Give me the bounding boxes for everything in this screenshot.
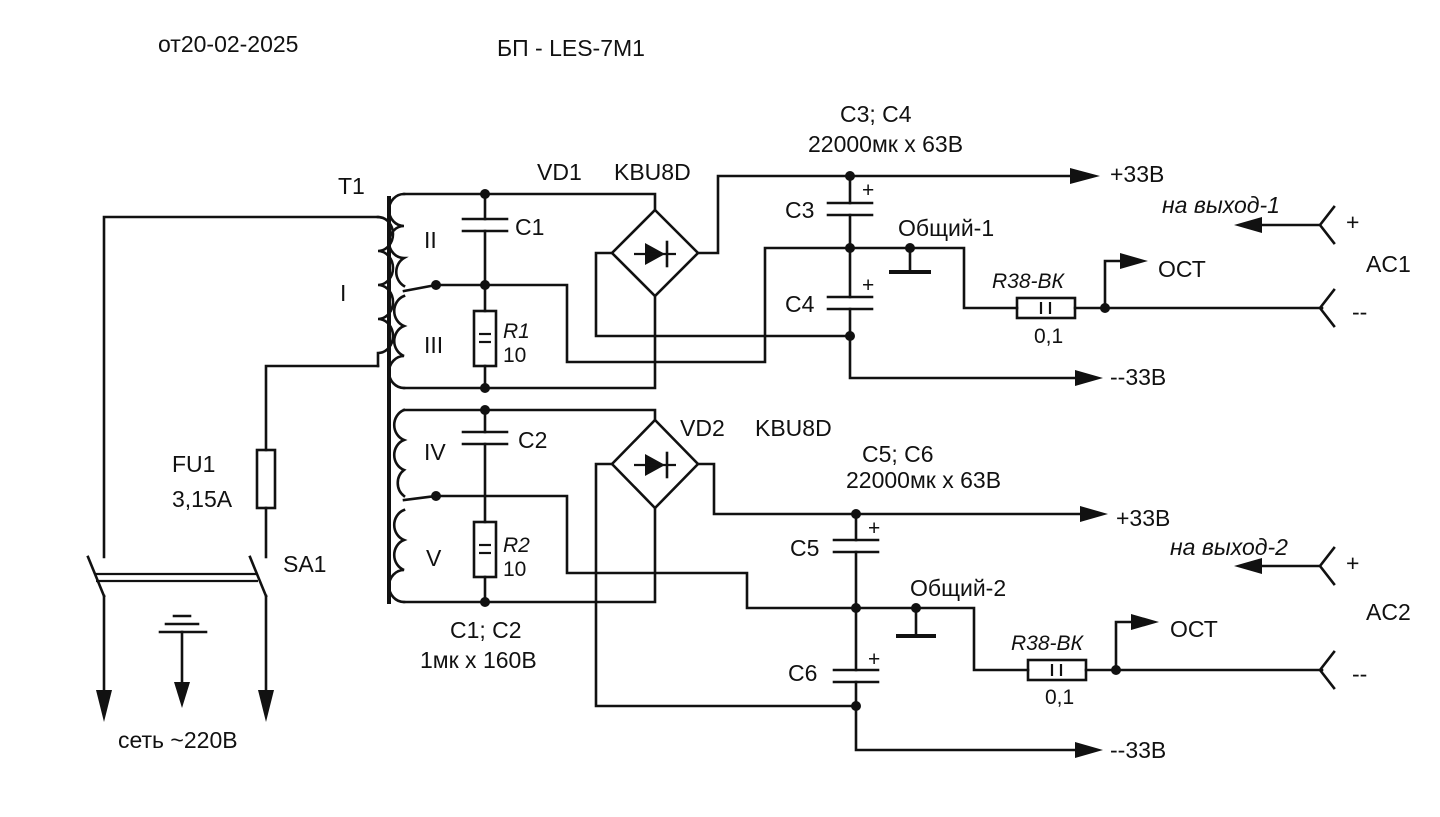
bridge-vd1 [594, 174, 1072, 338]
plus-rail-2-label: +33В [1116, 505, 1170, 531]
fuse-ref: FU1 [172, 451, 215, 477]
junction-dot [431, 491, 441, 501]
c5-plus: + [868, 517, 880, 540]
junction-dot [845, 171, 855, 181]
c6-label: C6 [788, 660, 817, 686]
transformer-ref: T1 [338, 173, 365, 199]
minus-rail-1-arrow-icon [1075, 370, 1103, 386]
caps2-value: 22000мк х 63В [846, 467, 1001, 493]
plus-rail-1-label: +33В [1110, 161, 1164, 187]
c4-label: C4 [785, 291, 815, 317]
primary-circuit [96, 215, 380, 722]
junction-dot [851, 701, 861, 711]
junction-dot [1111, 665, 1121, 675]
ac1-minus: -- [1352, 299, 1367, 325]
common-2-label: Общий-2 [910, 575, 1006, 601]
junction-dot [431, 280, 441, 290]
ground-icon [158, 614, 208, 708]
junction-dot [911, 603, 921, 613]
winding-ii-coil [387, 192, 409, 288]
r1-value: 10 [503, 344, 526, 367]
small-caps-value: 1мк х 160В [420, 647, 537, 673]
c5-label: C5 [790, 535, 819, 561]
plus-rail-2-arrow-icon [1080, 506, 1108, 522]
winding-v-label: V [426, 545, 442, 571]
c2-label: C2 [518, 427, 547, 453]
junction-dot [480, 405, 490, 415]
common-2-network [854, 606, 1324, 682]
junction-dot [480, 280, 490, 290]
ac2-minus: -- [1352, 661, 1367, 687]
schematic-date: от20-02-2025 [158, 31, 298, 57]
fuse-fu1 [255, 448, 277, 510]
winding-iv-label: IV [424, 439, 446, 465]
minus-rail-2-arrow-icon [1075, 742, 1103, 758]
resistor-r2 [472, 520, 498, 579]
mains-arrow-right-icon [258, 690, 274, 722]
mains-arrow-left-icon [96, 690, 112, 722]
output-1-connectors [1234, 205, 1336, 328]
caps2-title: C5; C6 [862, 441, 934, 467]
r2-value: 10 [503, 558, 526, 581]
shunt2-value: 0,1 [1045, 686, 1074, 709]
output-1-label: на выход-1 [1162, 192, 1280, 218]
mains-label: сеть ~220В [118, 727, 238, 753]
output-2-label: на выход-2 [1170, 534, 1288, 560]
winding-iv-coil [392, 408, 408, 498]
switch-sa1 [86, 555, 268, 598]
ost-1-label: ОСТ [1158, 256, 1206, 282]
junction-dot [1100, 303, 1110, 313]
switch-ref: SA1 [283, 551, 326, 577]
junction-dot [480, 189, 490, 199]
vd2-ref: VD2 [680, 415, 725, 441]
vd1-ref: VD1 [537, 159, 582, 185]
small-caps-title: C1; C2 [450, 617, 522, 643]
r1-label: R1 [503, 320, 530, 343]
vd1-type: KBU8D [614, 159, 691, 185]
winding-v-coil [387, 508, 408, 604]
plus-rail-1-arrow-icon [1070, 168, 1100, 184]
capacitor-c1 [461, 217, 509, 233]
ac1-label: AC1 [1366, 251, 1411, 277]
common-1-label: Общий-1 [898, 215, 994, 241]
winding-iii-label: III [424, 332, 443, 358]
c6-plus: + [868, 648, 880, 671]
minus-rail-2-label: --33В [1110, 737, 1166, 763]
output-2-connectors [1234, 546, 1336, 690]
shunt1-value: 0,1 [1034, 325, 1063, 348]
junction-dot [480, 597, 490, 607]
fuse-value: 3,15А [172, 486, 233, 512]
vd2-type: KBU8D [755, 415, 832, 441]
caps1-value: 22000мк х 63В [808, 131, 963, 157]
ost-2-label: ОСТ [1170, 616, 1218, 642]
resistor-r1 [472, 309, 498, 368]
schematic-title: БП - LES-7М1 [497, 35, 645, 61]
c3-label: C3 [785, 197, 814, 223]
shunt1-ref: R38-ВК [992, 270, 1066, 293]
c1-label: C1 [515, 214, 544, 240]
shunt2-ref: R38-ВК [1011, 632, 1085, 655]
ac2-plus: + [1346, 550, 1359, 576]
c3-plus: + [862, 179, 874, 202]
caps1-title: C3; C4 [840, 101, 912, 127]
winding-i-label: I [340, 280, 346, 306]
junction-dot [905, 243, 915, 253]
common-1-network [848, 246, 1324, 320]
winding-iii-coil [387, 294, 408, 390]
winding-ii-label: II [424, 227, 437, 253]
junction-dot [845, 331, 855, 341]
channel1-secondary-wiring [402, 192, 852, 390]
bridge-vd2 [594, 418, 1082, 708]
c4-plus: + [862, 274, 874, 297]
ac2-label: AC2 [1366, 599, 1411, 625]
junction-dot [480, 383, 490, 393]
junction-dot [851, 509, 861, 519]
r2-label: R2 [503, 534, 530, 557]
ac1-plus: + [1346, 209, 1359, 235]
capacitor-c2 [461, 430, 509, 446]
minus-rail-1-label: --33В [1110, 364, 1166, 390]
